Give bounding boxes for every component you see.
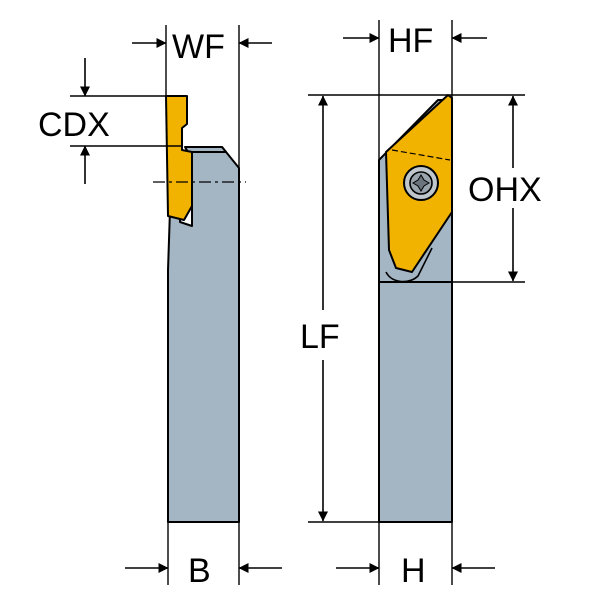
right-shank [378,281,453,523]
screw-torx-icon [412,174,430,192]
cdx-label: CDX [38,106,110,144]
right-view: HF LF OHX H [300,20,542,590]
b-label: B [188,552,211,590]
right-insert-edge [391,149,451,161]
lf-label: LF [300,318,340,356]
wf-label: WF [172,28,225,66]
left-insert [165,95,193,221]
hf-label: HF [388,22,433,60]
ohx-label: OHX [468,171,542,209]
left-view: WF CDX B [38,25,282,590]
h-label: H [401,552,426,590]
right-insert-seat [385,247,433,283]
